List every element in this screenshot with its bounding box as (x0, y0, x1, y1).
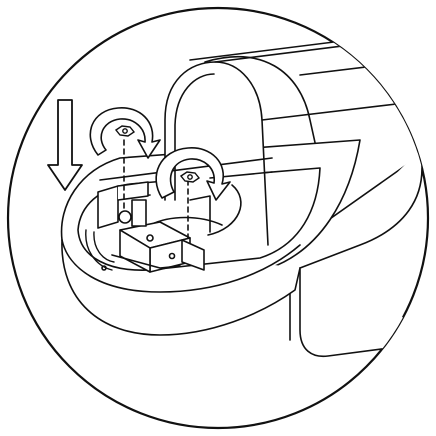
nut-icon (179, 171, 201, 183)
base-plate-edge (111, 254, 181, 269)
mount-block-side (119, 229, 151, 273)
mount-screw (168, 252, 176, 260)
rotate-clockwise-icon (89, 107, 161, 159)
cavity-curve (207, 184, 242, 236)
nut-icon (114, 125, 136, 137)
right-bracket (181, 239, 205, 271)
mount-post (131, 199, 147, 227)
housing-dome-edge (204, 55, 331, 211)
inner-rail-top (99, 157, 273, 181)
arched-cover-inner-edge (174, 73, 215, 201)
mount-hole (146, 234, 154, 242)
right-post (189, 195, 211, 233)
base-rim-lower-edge (61, 239, 301, 293)
slot-arc-outer (85, 229, 113, 271)
down-arrow-icon (47, 99, 83, 191)
left-bracket-top (117, 181, 149, 201)
mount-cylinder (118, 210, 132, 224)
left-bracket (97, 185, 119, 229)
slot-rivet (101, 265, 107, 271)
housing-side-flange (299, 149, 423, 269)
rotate-clockwise-icon (155, 147, 231, 201)
slot-arc-inner (93, 231, 115, 263)
